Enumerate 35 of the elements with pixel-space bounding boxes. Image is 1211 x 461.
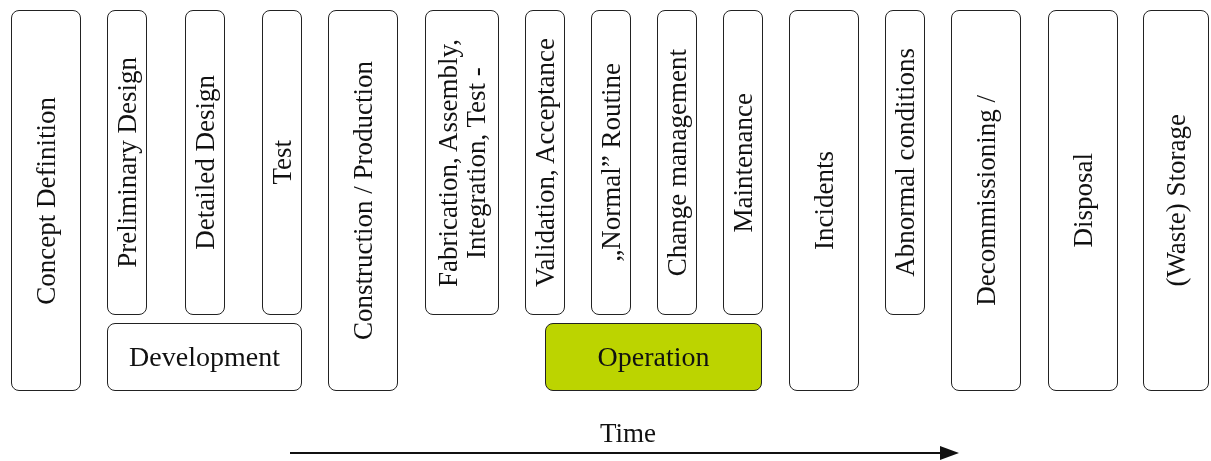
phase-box: [789, 10, 859, 391]
phase-label: Abnormal conditions: [890, 48, 920, 277]
phase-box: [262, 10, 302, 315]
phase-box: [525, 10, 565, 315]
phase-label: Detailed Design: [190, 75, 220, 250]
phase-box: [185, 10, 225, 315]
phase-box: [885, 10, 925, 315]
phase-label: Maintenance: [728, 92, 758, 233]
phase-label: Disposal: [1068, 153, 1098, 248]
phase-label: Concept Definition: [31, 96, 61, 305]
phase-label: Test: [267, 140, 297, 185]
phase-box: [328, 10, 398, 391]
phase-box: [11, 10, 81, 391]
phase-label: Validation, Acceptance: [530, 38, 560, 287]
phase-label: „Normal” Routine: [596, 63, 626, 262]
phase-label: Construction / Production: [348, 61, 378, 340]
phase-box: [545, 323, 762, 391]
phase-box: [425, 10, 499, 315]
phase-label: Decommissioning /: [971, 95, 1001, 306]
phase-label: Fabrication, Assembly, Integration, Test -: [433, 37, 491, 289]
phase-label: Development: [129, 341, 280, 373]
phase-box: [107, 10, 147, 315]
phase-label: Change management: [662, 48, 692, 277]
phase-label: Incidents: [809, 151, 839, 250]
phase-box: [1048, 10, 1118, 391]
phase-box: [657, 10, 697, 315]
phase-label: Operation: [597, 341, 710, 373]
phase-box: [723, 10, 763, 315]
phase-label: (Waste) Storage: [1161, 114, 1191, 287]
phase-box: [951, 10, 1021, 391]
phase-label: Preliminary Design: [112, 57, 142, 268]
axis-label: Time: [600, 418, 657, 449]
phase-box: [591, 10, 631, 315]
phase-box: [107, 323, 302, 391]
phase-box: [1143, 10, 1209, 391]
